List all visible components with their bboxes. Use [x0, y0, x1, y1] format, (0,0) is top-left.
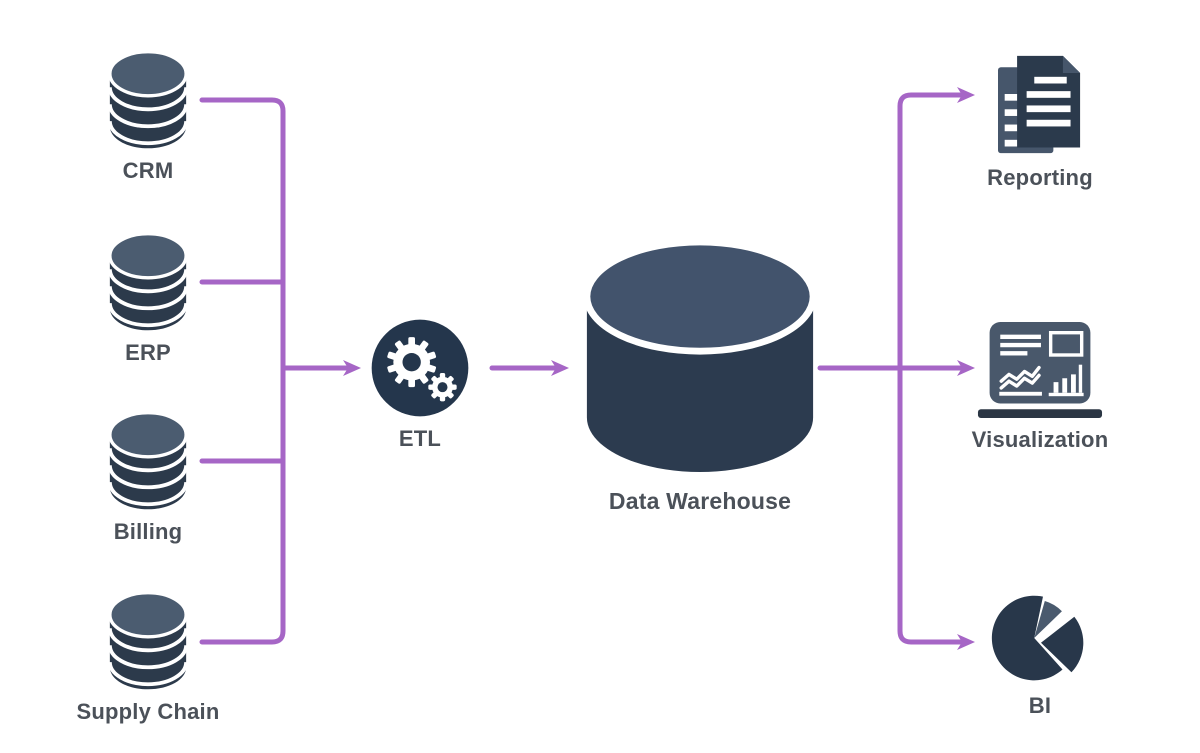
gears-icon [371, 319, 469, 417]
source-label-erp: ERP [125, 340, 171, 365]
warehouse-label: Data Warehouse [608, 488, 792, 514]
source-node-crm: CRM [68, 50, 228, 184]
source-node-supply-chain: Supply Chain [68, 591, 228, 725]
output-node-reporting: Reporting [960, 52, 1120, 191]
etl-label: ETL [398, 426, 442, 451]
database-icon [107, 591, 189, 691]
output-node-bi: BI [960, 588, 1120, 719]
output-node-visualization: Visualization [960, 320, 1120, 453]
arrow-bus-to-bi [897, 365, 975, 650]
arrow-bus-to-reporting [897, 87, 975, 371]
source-label-billing: Billing [113, 519, 183, 544]
documents-icon [998, 55, 1081, 154]
source-node-erp: ERP [68, 232, 228, 366]
source-node-billing: Billing [68, 411, 228, 545]
output-label-reporting: Reporting [987, 165, 1093, 190]
dashboard-laptop-icon [977, 322, 1103, 418]
warehouse-node: Data Warehouse [580, 236, 820, 515]
pie-chart-icon [991, 595, 1084, 681]
output-label-bi: BI [1028, 693, 1052, 718]
etl-node: ETL [345, 318, 495, 452]
connector-left-bus [199, 97, 286, 645]
database-icon [107, 411, 189, 511]
source-label-crm: CRM [122, 158, 174, 183]
database-cylinder-icon [583, 238, 817, 473]
database-icon [107, 50, 189, 150]
source-label-supply-chain: Supply Chain [76, 699, 220, 724]
database-icon [107, 232, 189, 332]
output-label-visualization: Visualization [971, 427, 1109, 452]
